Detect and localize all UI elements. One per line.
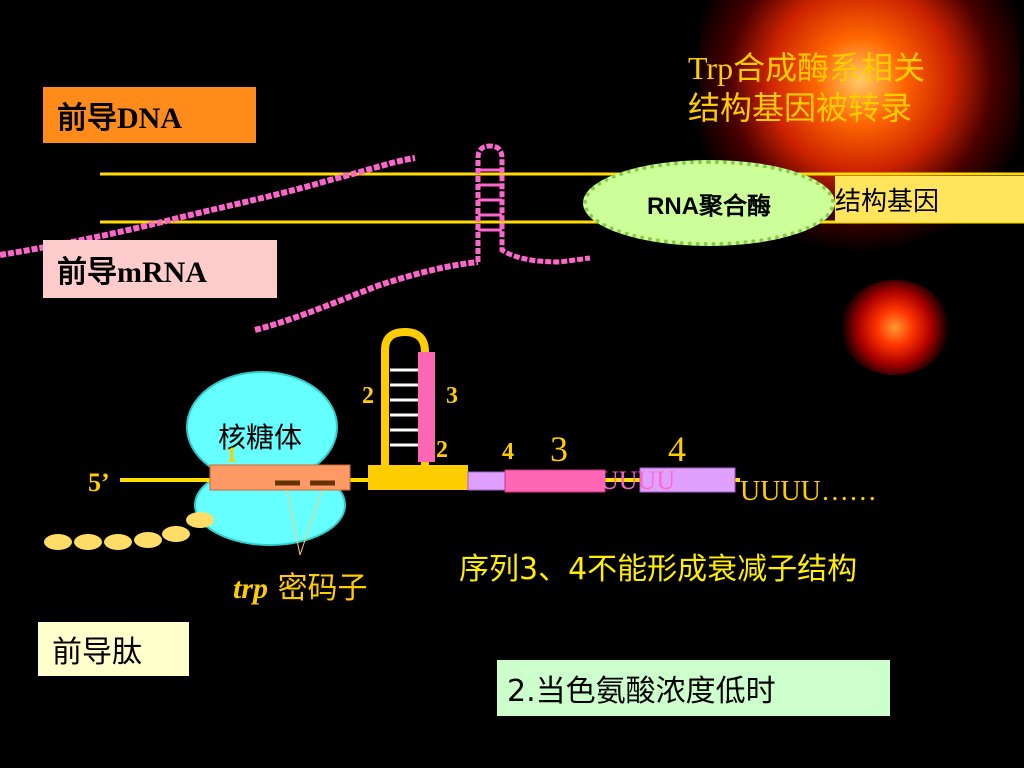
- segment-label-3-top: 3: [446, 383, 458, 409]
- trp-italic: trp: [233, 572, 269, 605]
- condition-box: 2.当色氨酸浓度低时: [497, 660, 890, 716]
- structural-genes-label: 结构基因: [835, 186, 940, 217]
- segment-label-4-low: 4: [502, 439, 514, 465]
- segment-label-3-big: 3: [550, 429, 568, 469]
- segment-label-4-big: 4: [668, 429, 686, 469]
- rna-polymerase: RNA聚合酶: [583, 160, 835, 246]
- explanation-text: 序列3、4不能形成衰减子结构: [459, 552, 858, 587]
- trp-codon-label: trp 密码子: [233, 563, 368, 607]
- hairpin-base: [368, 465, 468, 490]
- segment-label-1: 1: [226, 442, 237, 467]
- title-text: Trp合成酶系相关 结构基因被转录: [688, 48, 1018, 128]
- structural-genes-box: 结构基因: [835, 176, 1024, 222]
- segment-label-2-low: 2: [436, 437, 448, 463]
- codon-text: 密码子: [277, 571, 368, 606]
- title-line-2: 结构基因被转录: [688, 90, 913, 126]
- uuuu-sequence-pink: UUUU: [600, 466, 676, 495]
- codon-pointer-2: [299, 489, 323, 556]
- hairpin-2-3-rungs: [390, 368, 418, 447]
- decorative-glow-small: [840, 280, 950, 375]
- segment-3-bar: [504, 469, 606, 493]
- leader-peptide-beads: [44, 512, 214, 550]
- leader-dna-text: 前导DNA: [57, 102, 182, 135]
- hairpin-2-3-loop: [381, 327, 429, 465]
- segment-1: [209, 464, 351, 491]
- segment-4-bar: [639, 467, 736, 493]
- uuuu-sequence-tail: UUUU……: [740, 476, 877, 507]
- five-prime-label: 5’: [88, 468, 110, 497]
- leader-mrna-text: 前导mRNA: [57, 256, 207, 289]
- hairpin-rungs: [478, 168, 502, 232]
- leader-mrna-label: 前导mRNA: [43, 240, 277, 298]
- mrna-hairpin: [475, 143, 591, 265]
- leader-peptide-label: 前导肽: [38, 622, 189, 676]
- codon-pointer-1: [286, 489, 301, 556]
- segment-3-stem: [418, 352, 435, 462]
- leader-peptide-text: 前导肽: [52, 635, 142, 670]
- mrna-strand-lower: [254, 259, 479, 333]
- leader-dna-label: 前导DNA: [43, 87, 256, 143]
- ribosome-label: 核糖体: [218, 421, 303, 454]
- rna-polymerase-label: RNA聚合酶: [647, 192, 771, 220]
- segment-label-2-top: 2: [362, 383, 374, 409]
- title-line-1: Trp合成酶系相关: [688, 50, 926, 86]
- condition-text: 2.当色氨酸浓度低时: [507, 674, 776, 709]
